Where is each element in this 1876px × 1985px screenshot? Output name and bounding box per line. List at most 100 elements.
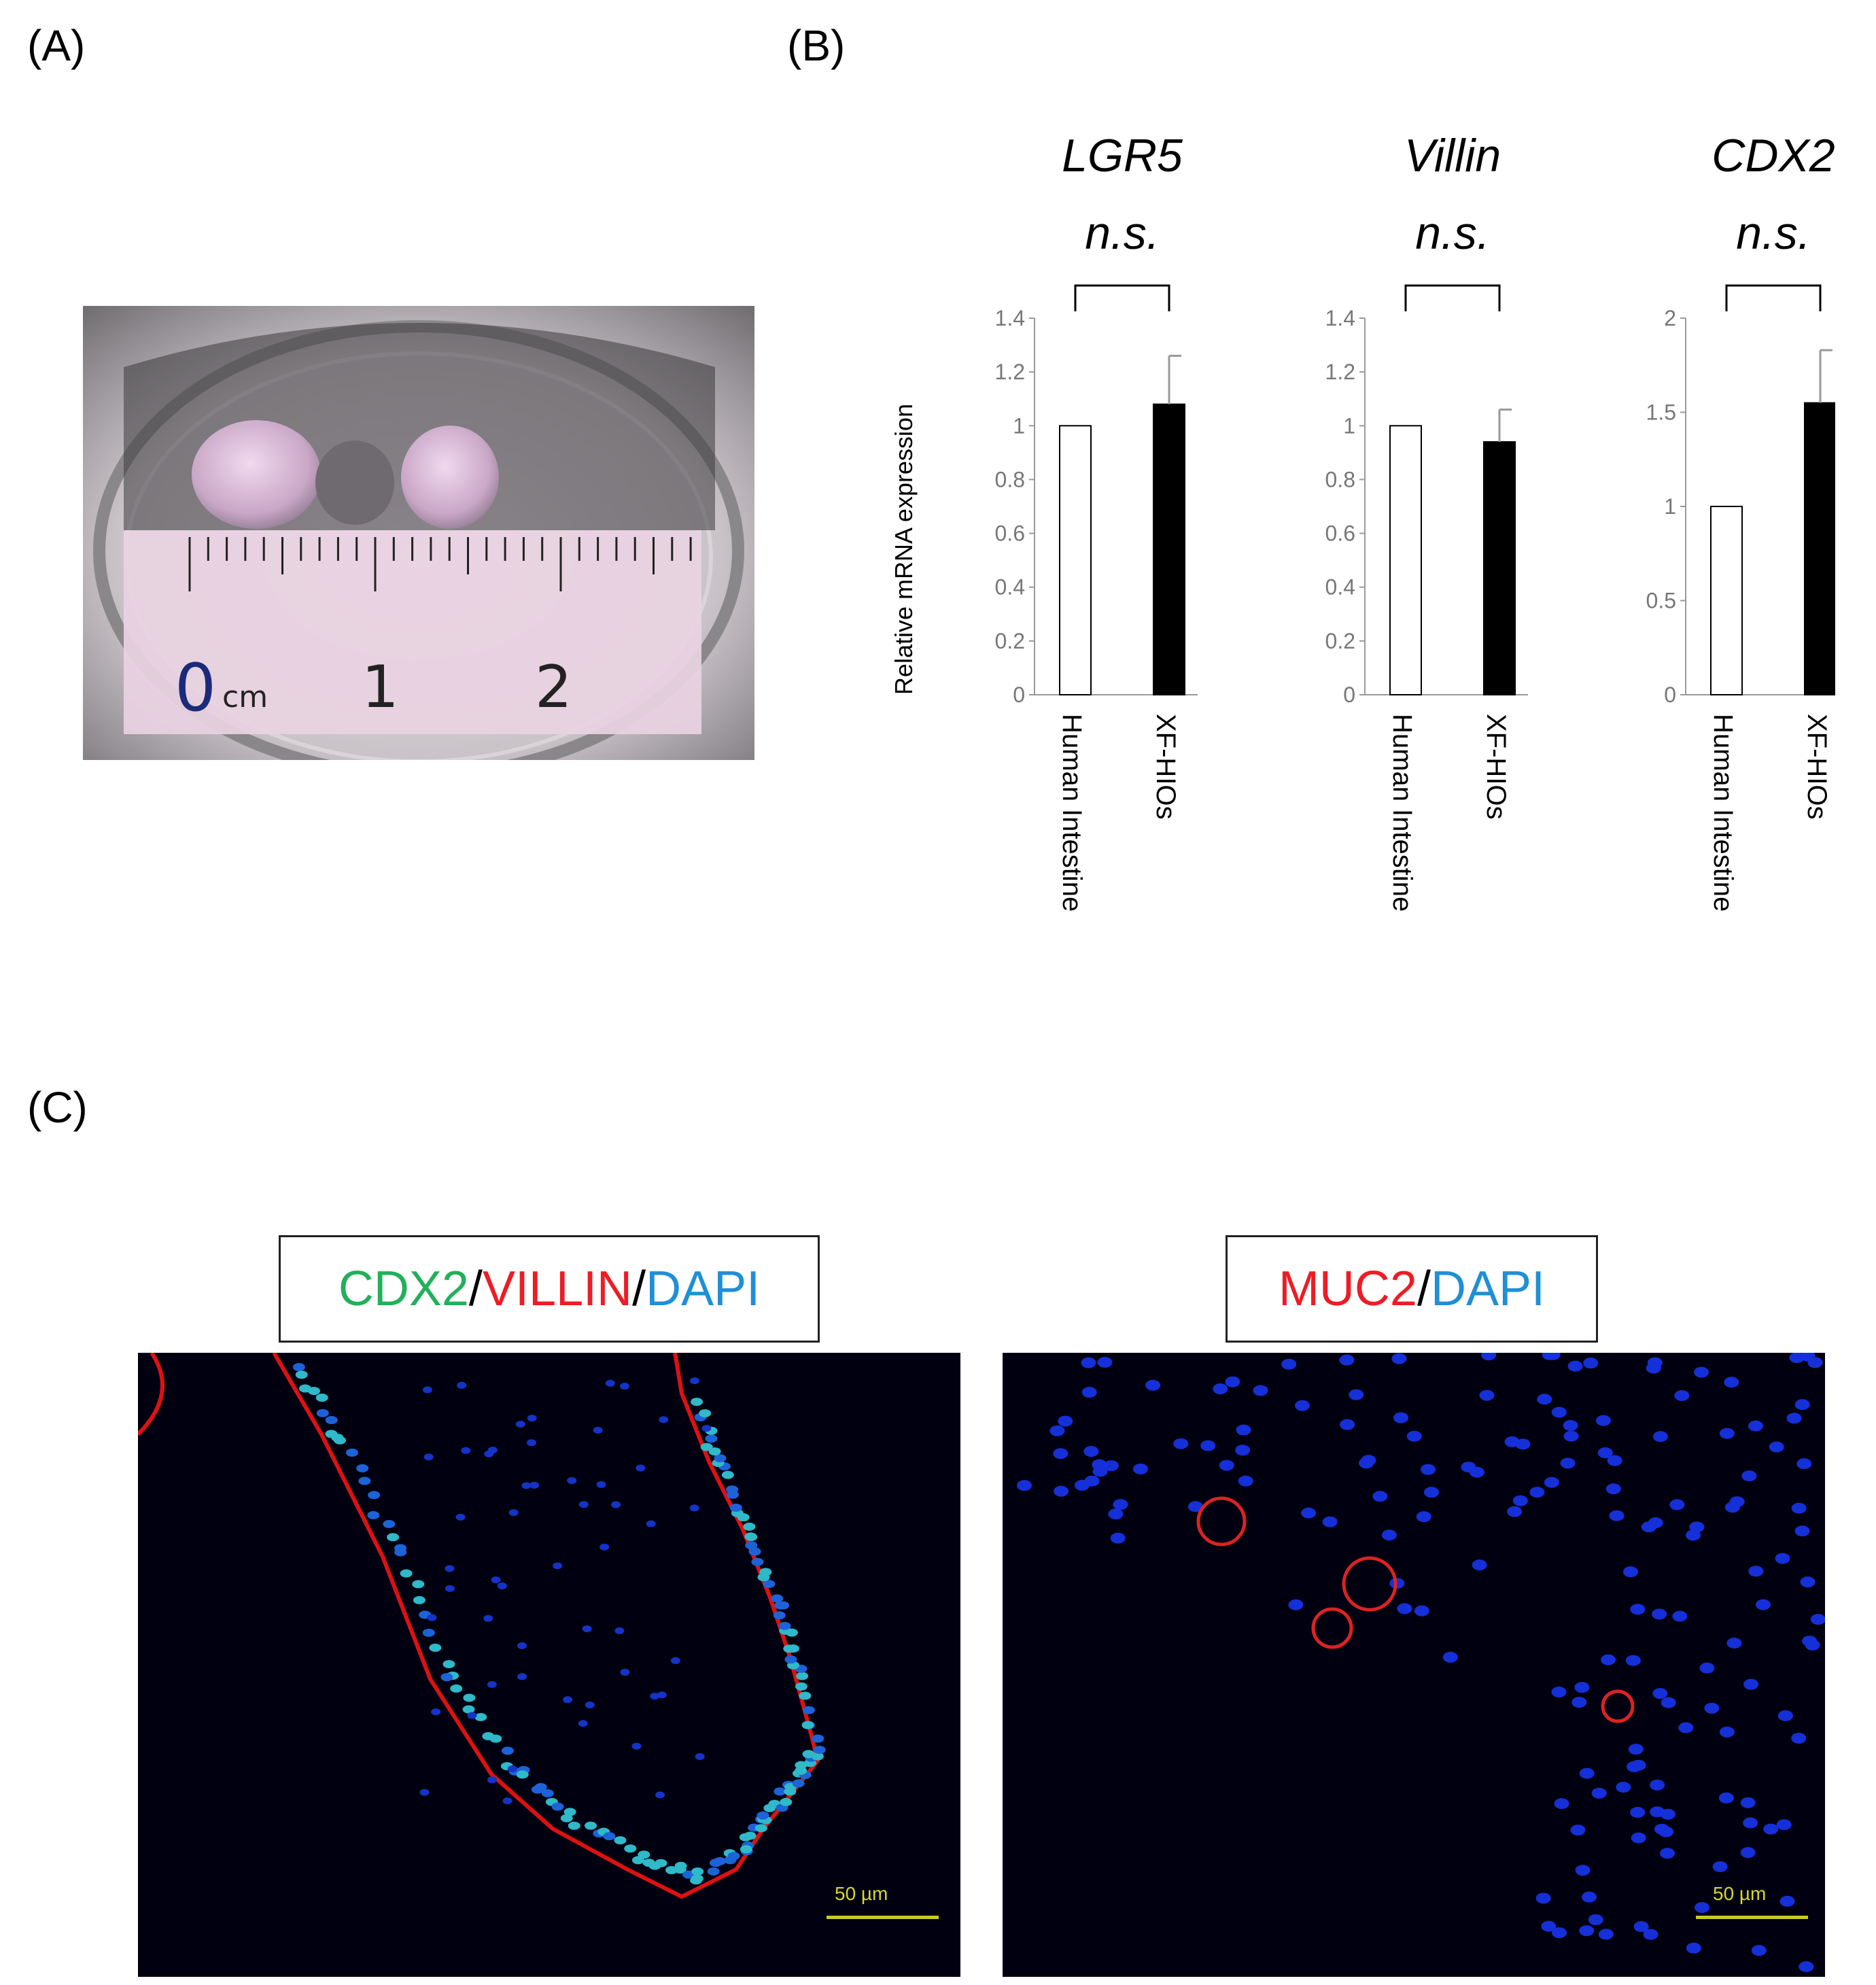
nucleus [1537,1394,1552,1405]
legend-villin: VILLIN [482,1262,633,1316]
nucleus [796,1672,809,1680]
y-tick-label: 0.4 [1325,575,1355,600]
nucleus [295,1370,308,1379]
nucleus [1236,1424,1251,1436]
panel-c-label: (C) [27,1083,88,1132]
nucleus [1567,1360,1583,1372]
nucleus [1805,1639,1820,1651]
nucleus [1595,1415,1611,1426]
nucleus [1631,1832,1646,1844]
nucleus [529,1481,540,1489]
ruler-unit-label: cm [222,680,268,714]
nucleus [655,1791,665,1799]
nucleus [743,1522,756,1531]
organoid-photo: 0 cm 1 2 [83,306,754,760]
nucleus [780,1797,793,1806]
nucleus [1479,1390,1495,1401]
nucleus [1414,1605,1429,1617]
nucleus [501,1746,514,1755]
y-tick-label: 0.8 [995,467,1025,491]
nucleus [1322,1516,1338,1527]
nucleus [646,1520,656,1527]
nucleus [1786,1413,1802,1424]
nucleus [1625,1655,1641,1666]
nucleus [1442,1651,1458,1663]
nucleus [1672,1610,1688,1622]
nucleus [1551,1406,1567,1418]
ruler-zero-label: 0 [175,650,216,726]
nucleus [1652,1431,1668,1443]
nucleus [1552,1927,1567,1939]
nucleus [1796,1458,1812,1470]
nucleus [1238,1475,1253,1487]
significance-label: n.s. [1736,207,1811,259]
nucleus [1622,1566,1638,1578]
nucleus [727,1852,740,1861]
scale-bar [1696,1916,1808,1919]
nucleus [812,1734,824,1743]
nucleus [1391,1353,1407,1364]
ruler-one-label: 1 [362,653,399,721]
nucleus [1726,1637,1742,1649]
y-tick-label: 1.4 [1325,306,1355,330]
nucleus [461,1447,471,1454]
nucleus [1627,1761,1642,1772]
nucleus [624,1844,637,1853]
nucleus [325,1415,338,1424]
nucleus [1650,1806,1665,1818]
nucleus [691,1867,704,1876]
category-label: Human Intestine [1057,714,1087,912]
nucleus [721,1470,734,1479]
nucleus [1542,1353,1557,1360]
nucleus [1563,1430,1579,1442]
ruler-two-label: 2 [535,653,572,721]
y-tick-label: 1.2 [1325,360,1355,384]
nucleus [650,1693,660,1700]
nucleus [1340,1419,1355,1430]
y-tick-label: 0.4 [995,575,1025,600]
nucleus [368,1491,381,1500]
nucleus [422,1386,432,1394]
nucleus [1281,1358,1297,1370]
nucleus [1581,1891,1597,1903]
nucleus [1791,1732,1807,1744]
nucleus [773,1611,786,1620]
nucleus [1349,1389,1364,1400]
nucleus [1807,1357,1823,1368]
nucleus [1686,1530,1701,1541]
nucleus [1081,1357,1096,1368]
nucleus [1598,1929,1614,1940]
nucleus [578,1501,589,1508]
nucleus [1712,1861,1728,1872]
nucleus [515,1420,525,1428]
nucleus [1686,1942,1701,1954]
scale-bar-label: 50 µm [835,1883,888,1904]
nucleus [497,1582,507,1589]
nucleus [551,1802,564,1811]
nucleus [1551,1687,1567,1698]
nucleus [1472,1559,1487,1571]
category-label: XF-HIOs [1802,714,1832,820]
nucleus [1504,1436,1520,1447]
nucleus [582,1625,592,1632]
nucleus [657,1691,667,1699]
nucleus [1563,1419,1578,1431]
category-label: XF-HIOs [1151,714,1181,820]
nucleus [367,1511,380,1519]
nucleus [419,1789,430,1796]
panel-a-label: (A) [27,21,86,70]
nucleus [1235,1445,1251,1456]
nucleus [740,1845,752,1854]
significance-bracket [1074,284,1170,311]
nucleus [1678,1722,1694,1733]
nucleus [1630,1604,1646,1615]
nucleus [1406,1430,1422,1442]
nucleus [534,1782,547,1791]
nucleus [1213,1383,1228,1395]
scale-bar [827,1916,939,1919]
nucleus [729,1503,742,1512]
nucleus [316,1409,329,1417]
nucleus [744,1831,757,1840]
nucleus [799,1691,812,1700]
y-tick-label: 0.5 [1646,589,1676,613]
